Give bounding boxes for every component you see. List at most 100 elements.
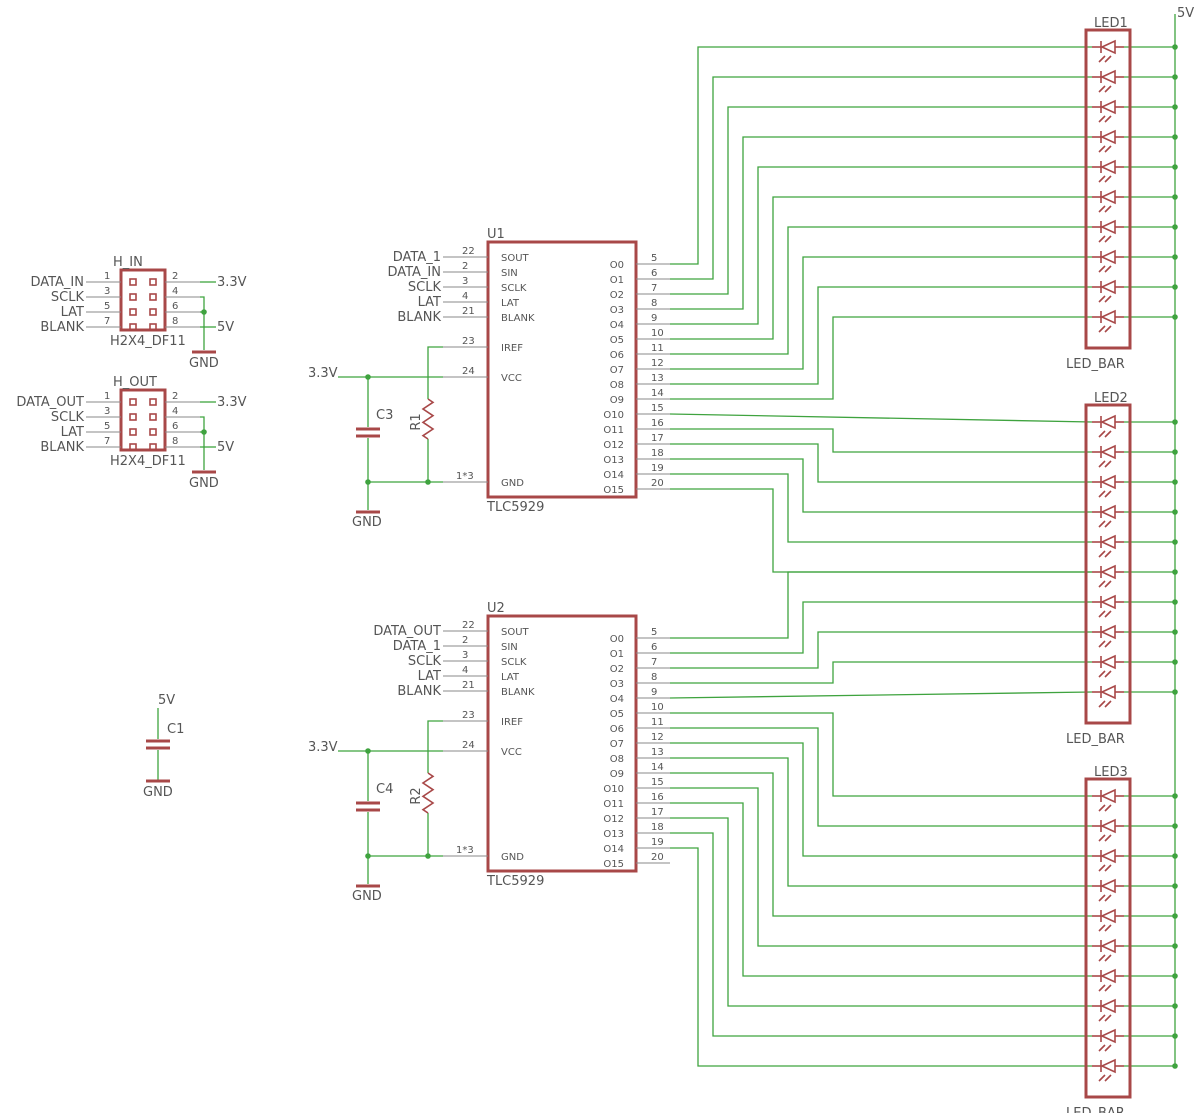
led-diode-icon [1100,219,1116,235]
led-diode-icon [1100,968,1116,984]
junction-dot [1172,224,1178,230]
led-diode-icon [1100,788,1116,804]
junction-dot [1172,164,1178,170]
led-emission-icon [1098,145,1112,153]
wire [670,772,1092,917]
chip-pin-number: 12 [651,732,664,743]
R1-zigzag [421,398,435,440]
led-diode-icon [1100,684,1116,700]
chip-pin-number: 21 [462,306,475,317]
wire [669,413,1093,423]
header-pin-number: 8 [172,436,178,447]
chip-pin-number: 5 [651,253,657,264]
chip-pin-number: 18 [651,822,664,833]
wire [670,428,1092,453]
wire [427,346,443,399]
header-pad [129,398,137,406]
led-emission-icon [1098,1014,1112,1022]
header-pad [129,323,137,331]
led-diode-icon [1100,998,1116,1014]
wire [670,787,1092,947]
chip-output-name: O9 [610,769,624,780]
chip-pin-number: 22 [462,620,475,631]
chip-pin-number: 15 [651,777,664,788]
junction-dot [425,853,431,859]
header-pad [149,413,157,421]
header-name: H_IN [113,255,143,270]
led-emission-icon [1098,265,1112,273]
led-diode-icon [1100,474,1116,490]
chip-3v3-label: 3.3V [308,740,338,755]
wire [670,226,1092,355]
header-signal: BLANK [40,320,84,335]
chip-pin-number: 2 [462,261,468,272]
junction-dot [1172,853,1178,859]
led-diode-icon [1100,279,1116,295]
chip-pin-number: 8 [651,298,657,309]
junction-dot [1172,479,1178,485]
chip-pin-func: GND [501,478,524,489]
wire [670,136,1092,310]
header-pin-number: 4 [172,406,178,417]
wire [670,571,1092,639]
chip-pin-func: IREF [501,343,523,354]
led-emission-icon [1098,700,1112,708]
led-diode-icon [1100,908,1116,924]
chip-pin-number: 12 [651,358,664,369]
chip-net-label: SCLK [408,654,442,669]
chip-pin-func: IREF [501,717,523,728]
led-diode-icon [1100,594,1116,610]
header-pad [129,308,137,316]
chip-pin-func: BLANK [501,313,535,324]
led-bar-body [1084,403,1132,725]
header-pin-number: 6 [172,301,178,312]
led-emission-icon [1098,430,1112,438]
chip-pin-number: 5 [651,627,657,638]
led-diode-icon [1100,504,1116,520]
chip-output-name: O1 [610,275,624,286]
wire [670,46,1092,265]
led-diode-icon [1100,99,1116,115]
chip-pin-number: 11 [651,717,664,728]
header-pin-number: 2 [172,391,178,402]
junction-dot [1172,913,1178,919]
chip-pin-number: 9 [651,313,657,324]
junction-dot [1172,539,1178,545]
chip-gnd-label: GND [352,889,382,904]
cap-name: C4 [376,782,393,797]
wire [670,196,1092,340]
chip-output-name: O1 [610,649,624,660]
chip-3v3-label: 3.3V [308,366,338,381]
chip-output-name: O4 [610,694,624,705]
header-pad [149,308,157,316]
led-diode-icon [1100,624,1116,640]
chip-output-name: O2 [610,290,624,301]
chip-pin-number: 19 [651,463,664,474]
header-pin-number: 8 [172,316,178,327]
chip-pin-number: 17 [651,807,664,818]
chip-output-name: O11 [603,799,624,810]
led-bar-part: LED_BAR [1066,732,1125,747]
chip-pin-number: 10 [651,328,664,339]
junction-dot [1172,314,1178,320]
c1-name: C1 [167,722,184,737]
wire [670,458,1092,513]
chip-net-label: BLANK [397,310,441,325]
chip-pin-number: 9 [651,687,657,698]
header-pin-number: 1 [104,391,110,402]
header-3v3-label: 3.3V [217,275,247,290]
chip-pin-number: 14 [651,762,664,773]
junction-dot [1172,74,1178,80]
chip-pin-func: SCLK [501,283,527,294]
chip-pin-number: 21 [462,680,475,691]
chip-pin-number: 23 [462,710,475,721]
header-pin-number: 4 [172,286,178,297]
chip-net-label: DATA_IN [387,265,441,280]
junction-dot [1172,973,1178,979]
led-bar-body [1084,28,1132,350]
led-bar-name: LED1 [1094,16,1128,31]
chip-output-name: O12 [603,440,624,451]
chip-pin-func: BLANK [501,687,535,698]
led-diode-icon [1100,249,1116,265]
junction-dot [1172,629,1178,635]
